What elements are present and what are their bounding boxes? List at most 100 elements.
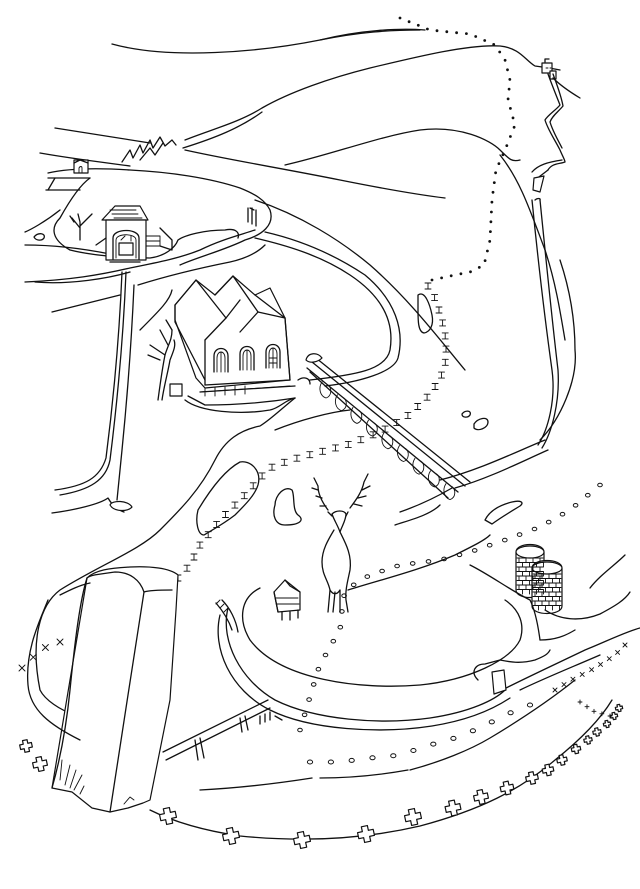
path-dot-icon: [489, 230, 492, 234]
footbridge: [162, 599, 283, 761]
x-marker-icon: [606, 656, 612, 662]
path-dot-icon: [492, 43, 496, 46]
path-ring-icon: [471, 548, 478, 553]
tick-mark-icon: [431, 383, 439, 390]
castle: [541, 58, 581, 99]
path-ring-icon: [545, 519, 552, 525]
tick-mark-icon: [423, 393, 431, 401]
path-dot-icon: [505, 144, 509, 148]
plus-marker-icon: [584, 704, 590, 710]
cross-marker-icon: [356, 824, 376, 844]
plus-marker-icon: [607, 713, 613, 719]
path-ring-icon: [297, 727, 303, 733]
tick-path: [18, 282, 450, 672]
path-ring-icon: [488, 719, 495, 725]
path-dot-icon: [449, 274, 453, 278]
path-dot-icon: [488, 240, 492, 243]
arch: [427, 470, 440, 488]
x-marker-icon: [570, 676, 576, 682]
path-ring-icon: [306, 759, 314, 765]
path-ring-icon: [310, 682, 317, 687]
path-dot-icon: [465, 32, 468, 35]
path-dot-icon: [506, 97, 510, 101]
path-dot-icon: [490, 210, 493, 214]
cross-marker-icon: [614, 703, 624, 713]
pond: [33, 233, 45, 241]
cross-marker-icon: [583, 735, 593, 745]
path-ring-icon: [341, 593, 347, 599]
dead-tree: [147, 319, 296, 413]
path-dot-icon: [455, 31, 458, 35]
cross-marker-icon: [19, 739, 33, 753]
arch: [396, 445, 409, 462]
path-ring-icon: [441, 556, 447, 562]
path-ring-icon: [348, 757, 355, 763]
path-ring-icon: [526, 702, 534, 708]
path-ring-icon: [410, 748, 417, 753]
path-dot-icon: [509, 135, 512, 138]
path-dot-icon: [512, 125, 516, 129]
path-dot-icon: [498, 50, 502, 54]
path-ring-icon: [559, 511, 566, 517]
tick-mark-icon: [222, 511, 229, 518]
tick-mark-icon: [357, 436, 365, 444]
cross-marker-icon: [292, 830, 312, 850]
path-ring-icon: [502, 537, 508, 543]
path-ring-icon: [486, 542, 493, 548]
plus-marker-icon: [591, 708, 597, 714]
cross-marker-icon: [541, 763, 555, 777]
arch: [334, 394, 347, 412]
tick-mark-icon: [369, 431, 377, 439]
tick-mark-icon: [183, 564, 191, 572]
path-dot-icon: [416, 23, 420, 27]
path-dot-icon: [511, 116, 515, 120]
ring-path: [297, 482, 603, 765]
path-dot-icon: [509, 107, 512, 110]
path-ring-icon: [585, 492, 591, 498]
twin-towers: [515, 543, 563, 615]
dotted-path-hill: [398, 16, 516, 282]
path-dot-icon: [469, 270, 472, 274]
path-ring-icon: [430, 741, 437, 747]
cross-marker-icon: [525, 771, 539, 785]
tick-mark-icon: [204, 531, 212, 539]
cross-marker-icon: [499, 780, 515, 796]
x-marker-icon: [589, 667, 595, 673]
path-ring-icon: [394, 563, 400, 569]
path-dot-icon: [483, 39, 487, 42]
path-dot-icon: [435, 29, 439, 33]
hills: [39, 28, 576, 441]
path-ring-icon: [425, 559, 432, 564]
tick-mark-icon: [404, 411, 412, 419]
mound: [217, 534, 523, 731]
tick-mark-icon: [18, 664, 26, 672]
cross-marker-icon: [31, 755, 49, 773]
cross-marker-icon: [158, 806, 178, 826]
path-ring-icon: [572, 503, 579, 508]
tick-mark-icon: [319, 447, 327, 455]
path-dot-icon: [503, 58, 507, 62]
path-dot-icon: [407, 20, 411, 24]
path-dot-icon: [440, 276, 443, 280]
path-ring-icon: [364, 574, 371, 579]
path-ring-icon: [369, 755, 376, 761]
cross-marker-icon: [592, 727, 602, 737]
path-ring-icon: [306, 697, 312, 702]
path-dot-icon: [494, 171, 497, 175]
tick-mark-icon: [442, 345, 450, 353]
path-dot-icon: [506, 68, 509, 72]
x-marker-icon: [579, 671, 585, 677]
path-dot-icon: [507, 87, 511, 91]
path-dot-icon: [430, 278, 434, 282]
tick-mark-icon: [344, 440, 352, 448]
tick-mark-icon: [41, 644, 49, 651]
cross-marker-icon: [403, 807, 423, 827]
arch: [365, 419, 378, 437]
tick-mark-icon: [435, 306, 443, 314]
cross-marker-icon: [472, 788, 490, 806]
arch: [319, 381, 332, 399]
tick-mark-icon: [431, 294, 439, 302]
path-dot-icon: [491, 190, 495, 194]
road-left: [51, 244, 266, 514]
